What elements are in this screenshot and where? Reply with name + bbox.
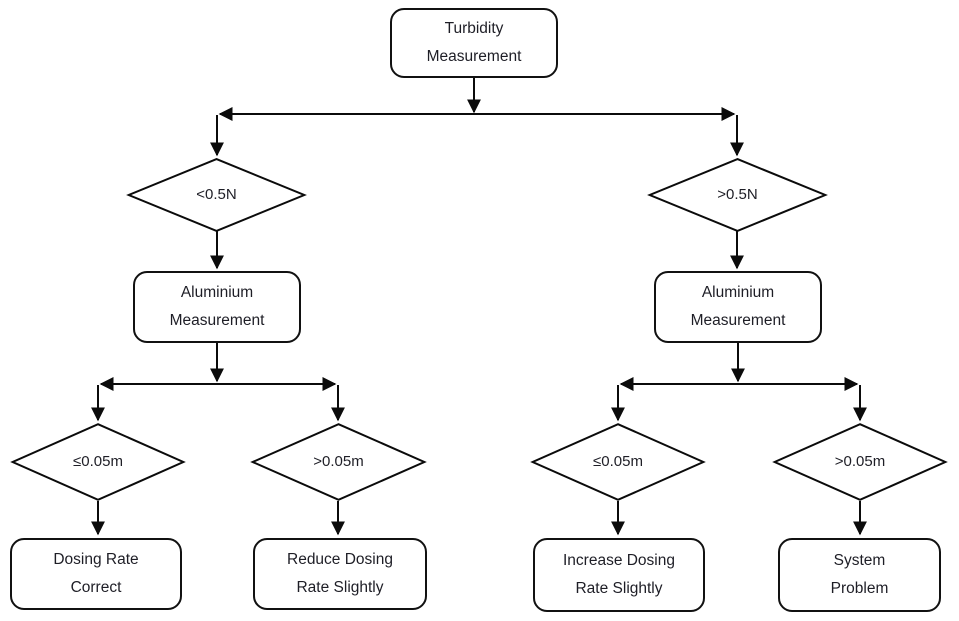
- node-label-line: System: [833, 552, 886, 569]
- node-aluminium-measurement-right: Aluminium Measurement: [654, 271, 822, 343]
- node-label-line: Correct: [70, 579, 122, 596]
- diamond-shape: [530, 423, 706, 501]
- node-label-line: Dosing Rate: [53, 551, 139, 568]
- node-label-line: Increase Dosing: [562, 552, 675, 569]
- node-turbidity-measurement: Turbidity Measurement: [390, 8, 558, 78]
- node-label-line: Turbidity: [444, 20, 504, 37]
- diamond-shape: [772, 423, 948, 501]
- diamond-shape: [250, 423, 427, 501]
- decision-label: >0.05m: [313, 453, 364, 470]
- node-system-problem: System Problem: [778, 538, 941, 612]
- node-decision-le-0-05m-right: ≤0.05m: [530, 423, 706, 501]
- node-label-line: Reduce Dosing: [287, 551, 393, 568]
- node-label-line: Aluminium: [180, 284, 254, 301]
- decision-label: ≤0.05m: [73, 453, 123, 470]
- node-decision-gt-0-5n: >0.5N: [647, 158, 828, 232]
- decision-label: <0.5N: [196, 186, 237, 203]
- node-label-line: Rate Slightly: [575, 580, 663, 597]
- node-label-line: Measurement: [426, 48, 522, 65]
- node-label-line: Rate Slightly: [296, 579, 384, 596]
- node-decision-gt-0-05m-left: >0.05m: [250, 423, 427, 501]
- node-decision-lt-0-5n: <0.5N: [126, 158, 307, 232]
- node-aluminium-measurement-left: Aluminium Measurement: [133, 271, 301, 343]
- node-dosing-rate-correct: Dosing Rate Correct: [10, 538, 182, 610]
- diamond-shape: [10, 423, 186, 501]
- decision-label: >0.05m: [834, 453, 886, 470]
- node-reduce-dosing-rate: Reduce Dosing Rate Slightly: [253, 538, 427, 610]
- node-label-line: Measurement: [690, 312, 786, 329]
- node-decision-le-0-05m-left: ≤0.05m: [10, 423, 186, 501]
- node-decision-gt-0-05m-right: >0.05m: [772, 423, 948, 501]
- diamond-shape: [126, 158, 307, 232]
- node-label-line: Problem: [830, 580, 889, 597]
- node-label-line: Aluminium: [701, 284, 775, 301]
- decision-label: >0.5N: [717, 186, 758, 203]
- node-increase-dosing-rate: Increase Dosing Rate Slightly: [533, 538, 705, 612]
- node-label-line: Measurement: [169, 312, 265, 329]
- decision-label: ≤0.05m: [593, 453, 643, 470]
- diamond-shape: [647, 158, 828, 232]
